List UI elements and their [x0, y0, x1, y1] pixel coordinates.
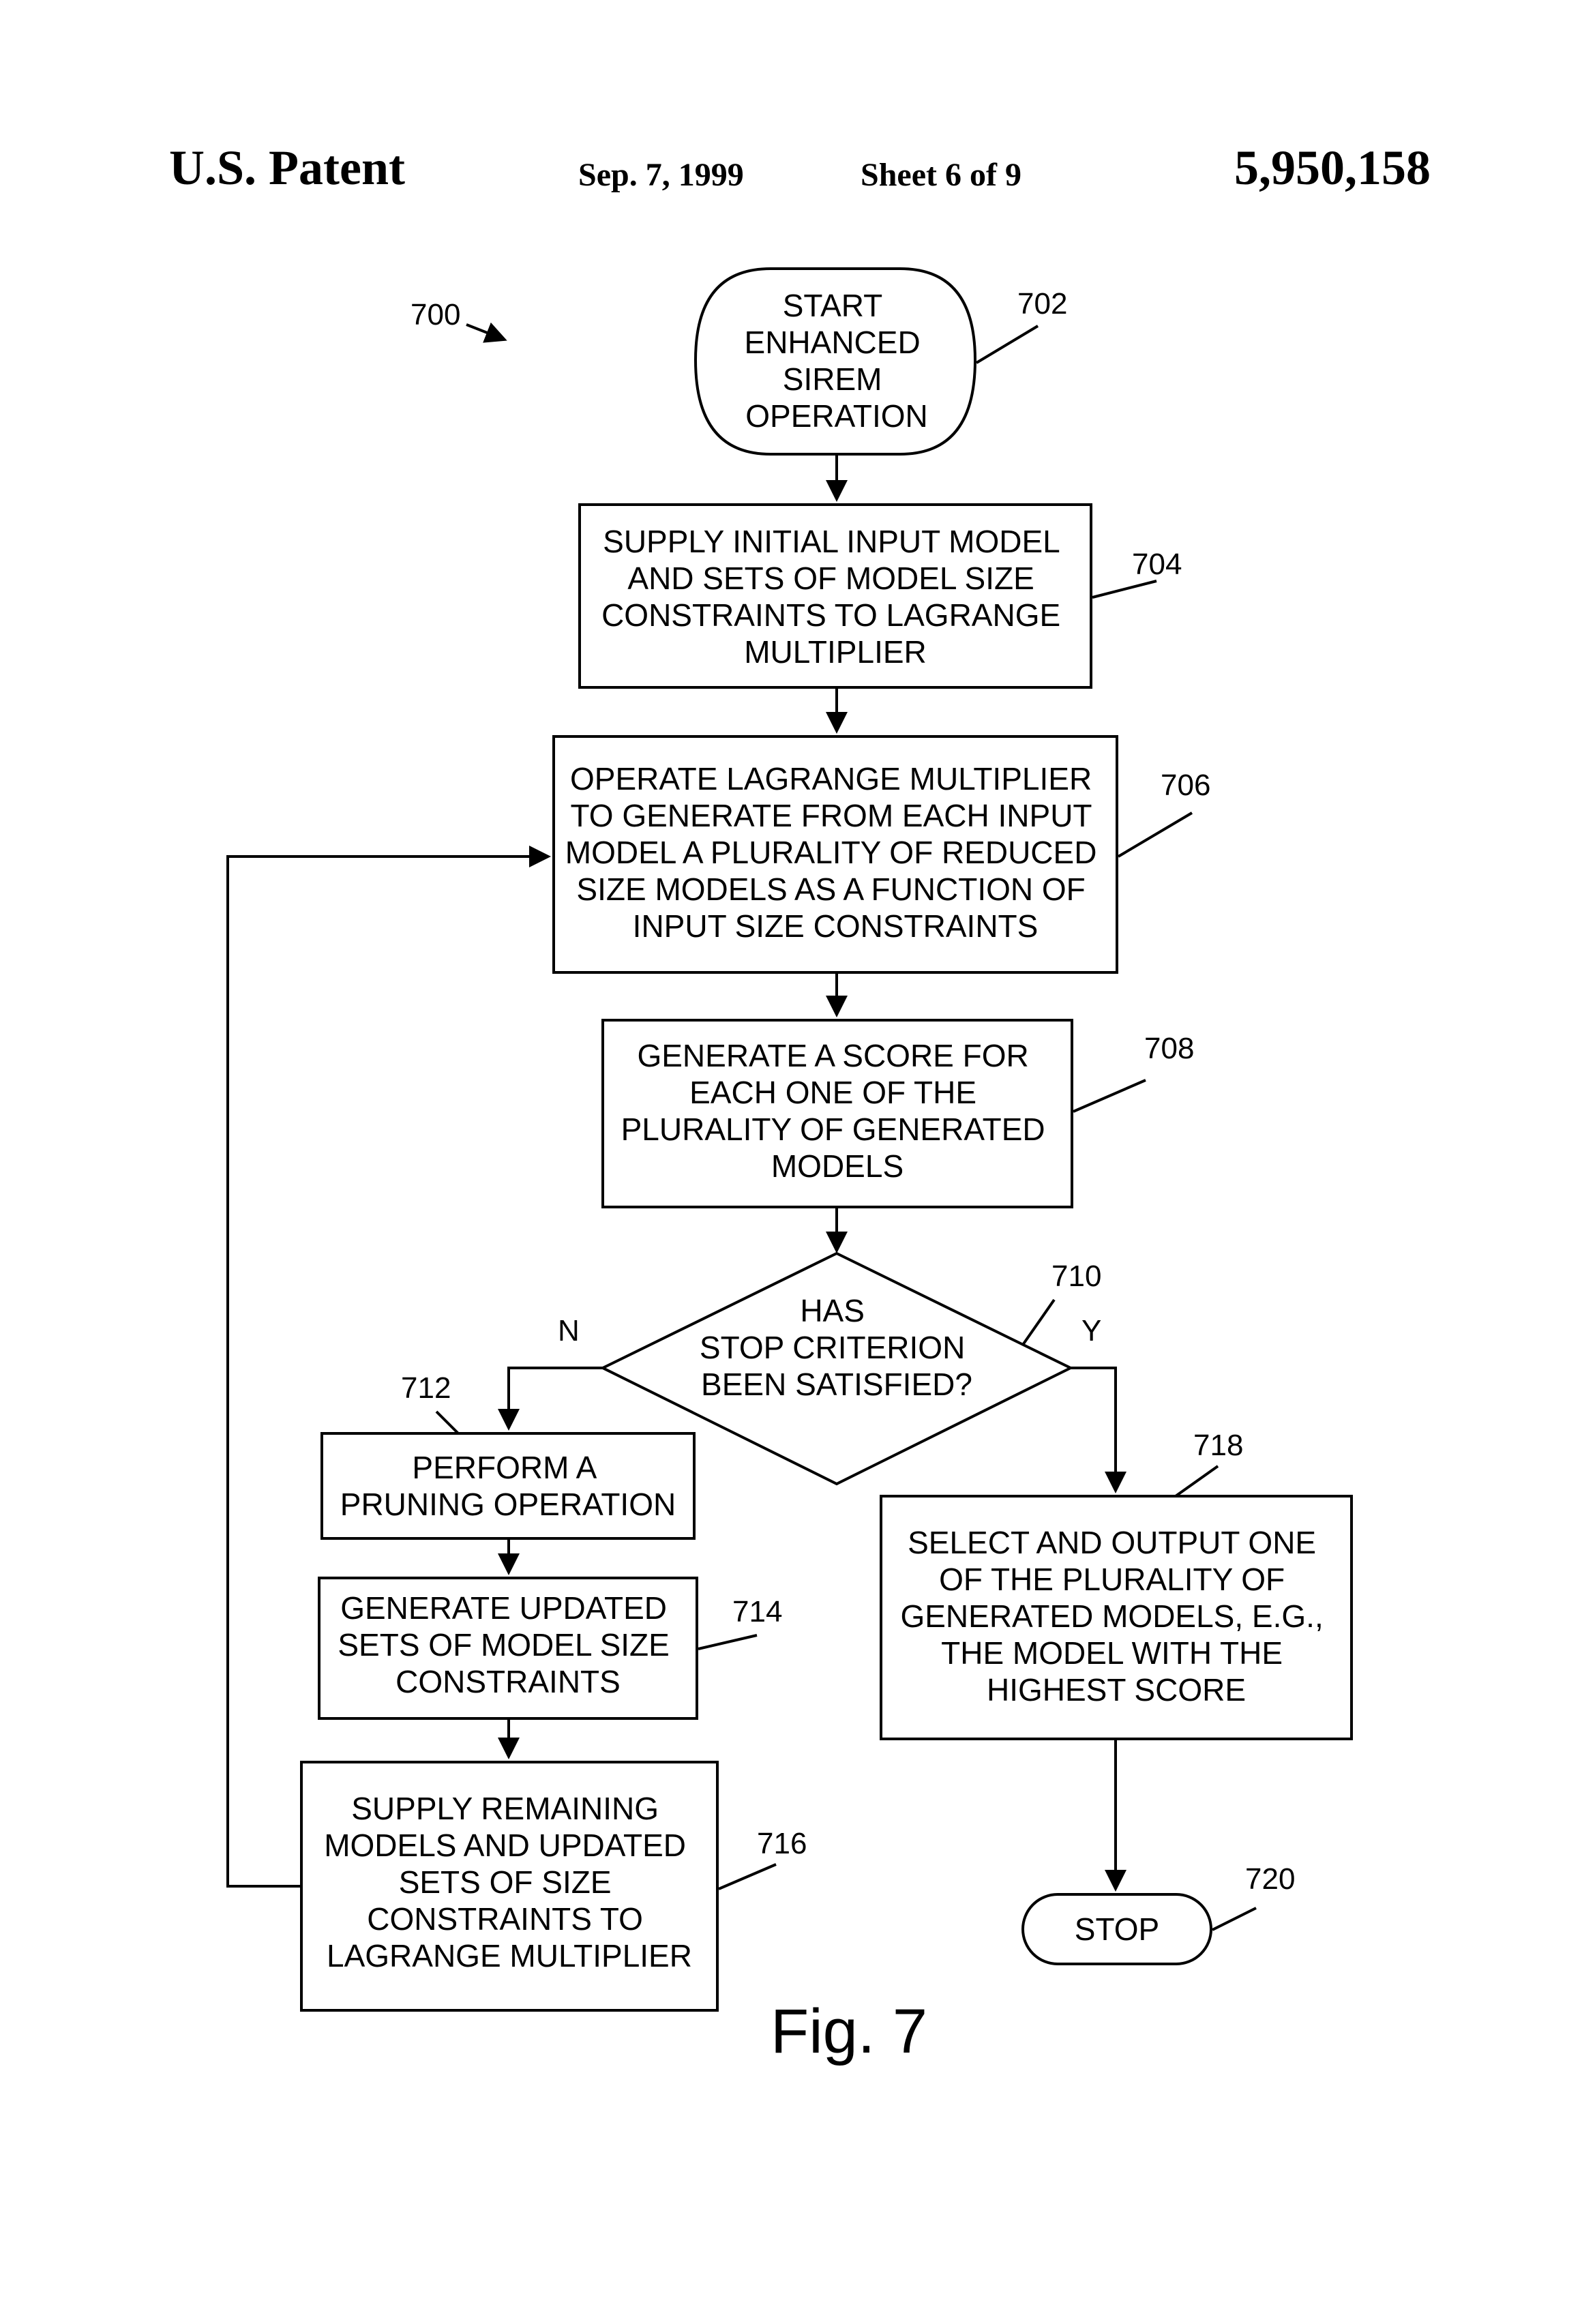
update-constraints-ref: 714: [732, 1595, 782, 1628]
start-node-leader: [976, 326, 1038, 363]
figure-reference-700-arrow: [466, 325, 505, 340]
connector-716-loop-to-706: [228, 856, 548, 1886]
pruning-box: PERFORM A PRUNING OPERATION: [322, 1433, 694, 1538]
stop-criterion-ref: 710: [1051, 1260, 1101, 1293]
supply-remaining-leader: [719, 1864, 776, 1889]
figure-label: Fig. 7: [771, 1997, 927, 2066]
operate-lagrange-box: OPERATE LAGRANGE MULTIPLIER TO GENERATE …: [554, 736, 1117, 972]
stop-node-label: STOP: [1075, 1911, 1159, 1947]
start-node-ref: 702: [1017, 287, 1067, 321]
select-output-box: SELECT AND OUTPUT ONE OF THE PLURALITY O…: [881, 1496, 1352, 1739]
patent-office-label: U.S. Patent: [169, 140, 405, 195]
figure-reference-700: 700: [411, 298, 460, 331]
supply-initial-box: SUPPLY INITIAL INPUT MODEL AND SETS OF M…: [580, 505, 1091, 687]
generate-score-box: GENERATE A SCORE FOR EACH ONE OF THE PLU…: [603, 1020, 1072, 1207]
pruning-ref: 712: [401, 1371, 451, 1405]
connector-710-yes-to-718: [1071, 1368, 1116, 1491]
start-node: START ENHANCED SIREM OPERATION: [696, 269, 975, 454]
update-constraints-leader: [698, 1635, 757, 1649]
stop-node-leader: [1212, 1908, 1256, 1930]
generate-score-ref: 708: [1144, 1032, 1194, 1065]
select-output-leader: [1176, 1466, 1218, 1496]
stop-node-ref: 720: [1245, 1862, 1295, 1896]
generate-score-leader: [1073, 1080, 1146, 1112]
connector-710-no-to-712: [509, 1368, 603, 1428]
patent-number: 5,950,158: [1234, 140, 1431, 195]
sheet-number: Sheet 6 of 9: [861, 157, 1021, 193]
select-output-ref: 718: [1193, 1429, 1243, 1462]
pruning-leader: [436, 1412, 458, 1433]
supply-initial-leader: [1092, 581, 1156, 597]
stop-node: STOP: [1023, 1894, 1211, 1964]
supply-remaining-box: SUPPLY REMAINING MODELS AND UPDATED SETS…: [301, 1762, 717, 2010]
supply-remaining-ref: 716: [757, 1827, 807, 1860]
patent-date: Sep. 7, 1999: [578, 157, 744, 193]
update-constraints-box: GENERATE UPDATED SETS OF MODEL SIZE CONS…: [319, 1578, 697, 1718]
decision-no-label: N: [558, 1314, 580, 1347]
operate-lagrange-label: OPERATE LAGRANGE MULTIPLIER TO GENERATE …: [565, 761, 1105, 944]
supply-initial-ref: 704: [1132, 548, 1182, 581]
operate-lagrange-ref: 706: [1161, 769, 1210, 802]
decision-yes-label: Y: [1081, 1314, 1101, 1347]
operate-lagrange-leader: [1118, 813, 1192, 856]
stop-criterion-leader: [1023, 1300, 1054, 1345]
